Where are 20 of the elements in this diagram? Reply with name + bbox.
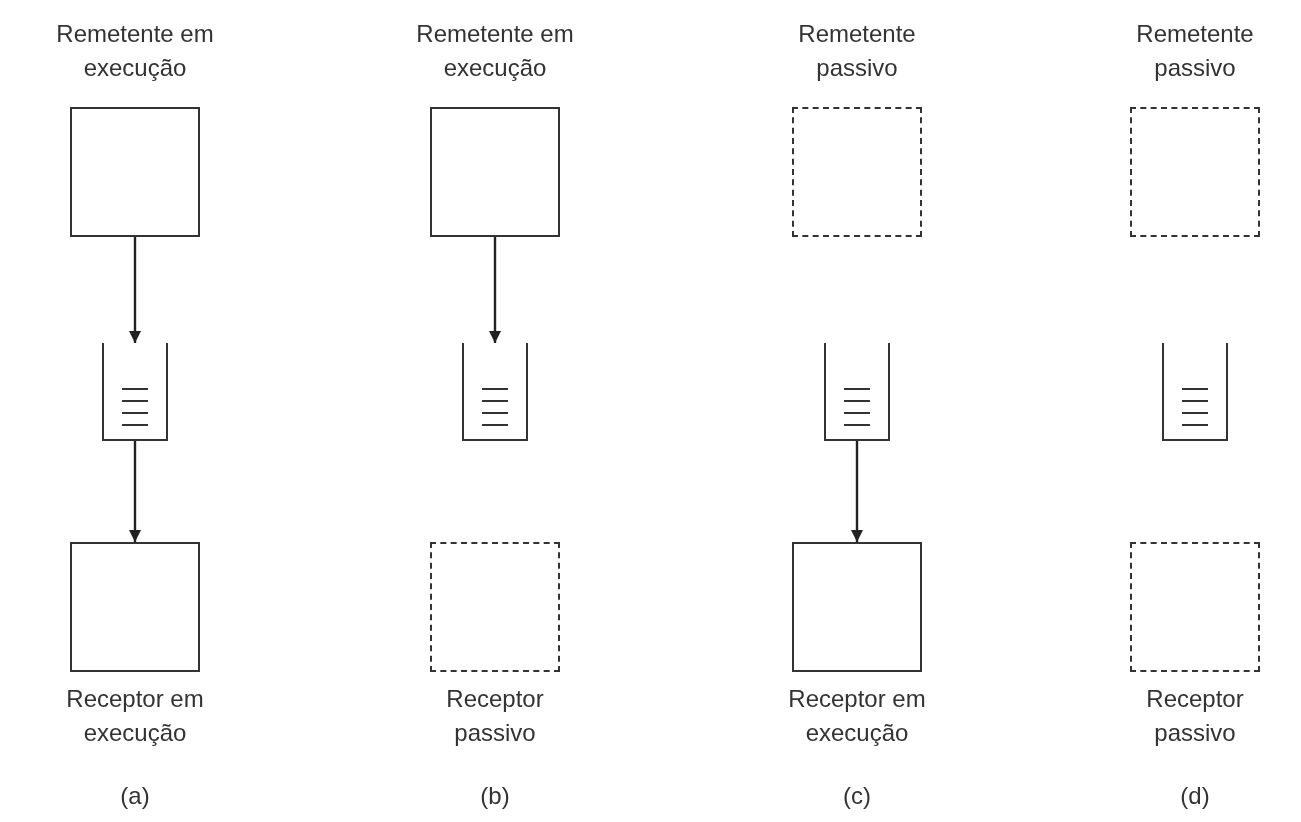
arrow xyxy=(129,441,141,542)
node-label: Receptor passivo xyxy=(445,684,545,748)
node-label: Remetente passivo xyxy=(797,19,917,83)
message-queue-icon xyxy=(462,343,528,441)
node-label: Receptor passivo xyxy=(1145,684,1245,748)
node-label: Remetente em execução xyxy=(55,19,215,83)
message-queue-icon xyxy=(1162,343,1228,441)
node-label: Remetente em execução xyxy=(415,19,575,83)
message-queue-icon xyxy=(102,343,168,441)
node-label: Receptor em execução xyxy=(787,684,927,748)
panel-label: (c) xyxy=(842,782,872,810)
panel-label: (b) xyxy=(479,782,511,810)
arrow xyxy=(489,237,501,343)
arrow xyxy=(129,237,141,343)
arrow xyxy=(851,441,863,542)
message-queue-icon xyxy=(824,343,890,441)
panel-label: (a) xyxy=(119,782,151,810)
node-label: Remetente passivo xyxy=(1135,19,1255,83)
node-label: Receptor em execução xyxy=(65,684,205,748)
panel-label: (d) xyxy=(1179,782,1211,810)
